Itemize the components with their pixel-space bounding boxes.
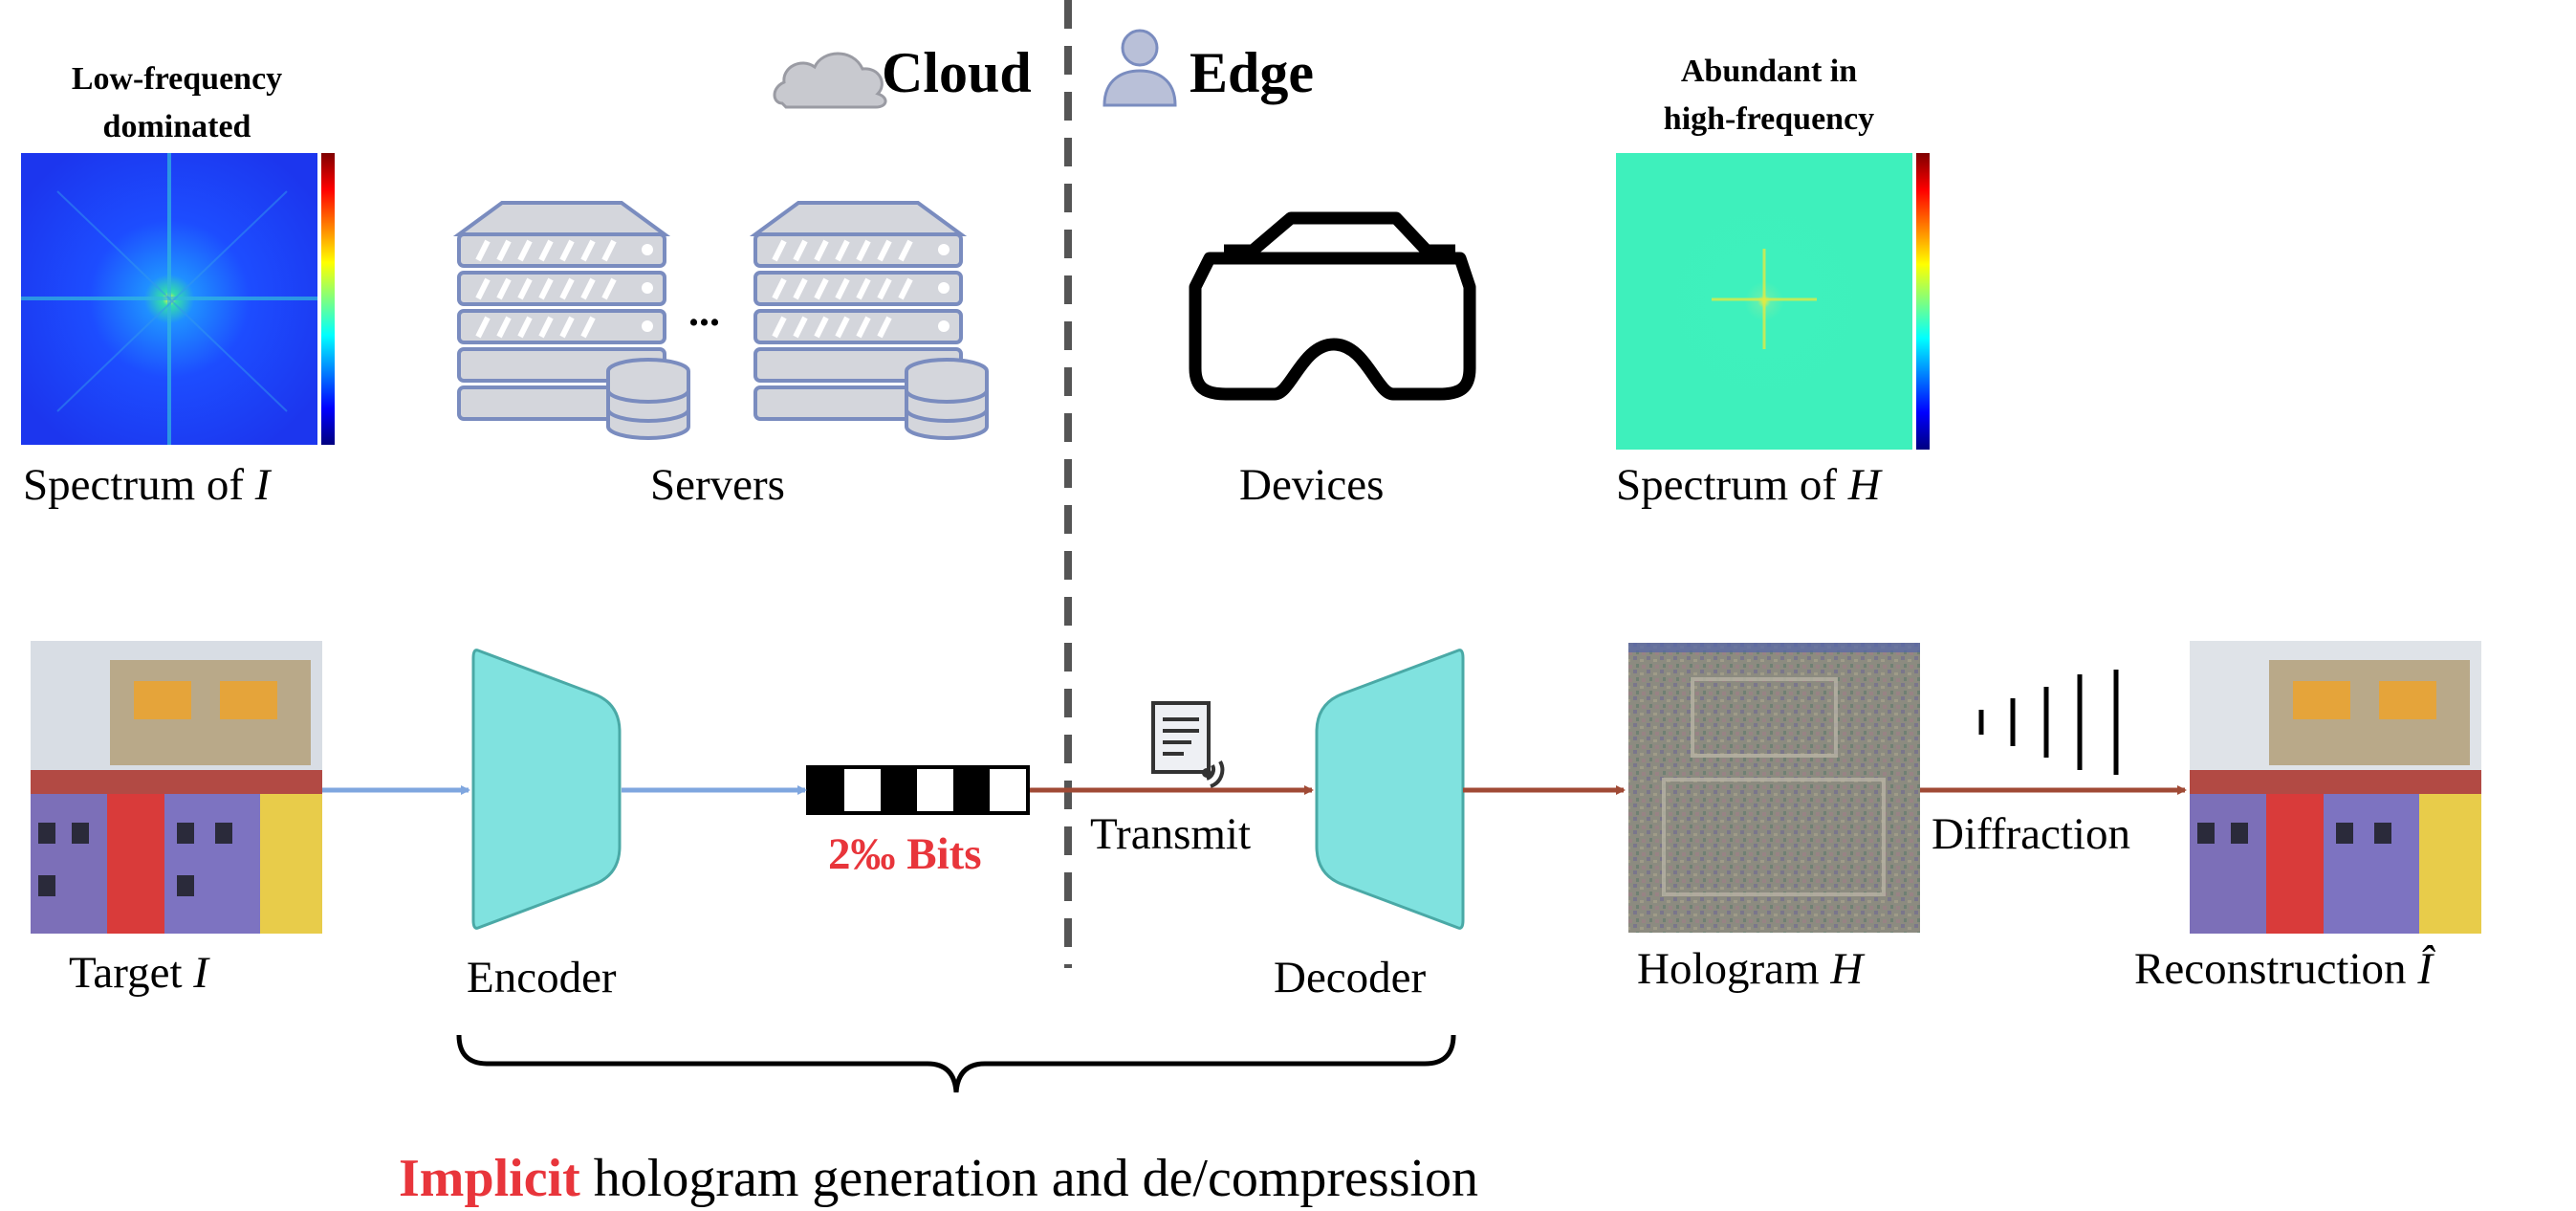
devices-caption: Devices — [1239, 460, 1385, 510]
server-rack-icon — [749, 201, 989, 440]
footer-rest: hologram generation and de/compression — [579, 1149, 1479, 1208]
bits-label: 2‰ Bits — [828, 829, 982, 879]
server-leds — [642, 244, 950, 332]
edge-label: Edge — [1190, 41, 1315, 104]
encoder-block — [471, 649, 622, 930]
spectrum-h-image — [1616, 153, 1912, 450]
spectrum-h-colorbar — [1916, 153, 1930, 450]
server-rack-icon — [452, 201, 690, 440]
spectrum-i-colorbar — [321, 153, 335, 445]
user-icon — [1102, 29, 1177, 107]
decoder-block — [1315, 649, 1465, 930]
reconstruction-caption: Reconstruction Î — [2134, 944, 2433, 994]
target-caption: Target I — [69, 948, 208, 998]
servers-caption: Servers — [650, 460, 785, 510]
hologram-image — [1628, 643, 1920, 933]
diffraction-caption: Diffraction — [1932, 809, 2130, 859]
diffraction-wave-icon — [1978, 670, 2119, 775]
encoder-caption: Encoder — [467, 953, 617, 1002]
target-image — [31, 641, 322, 934]
cloud-label: Cloud — [882, 41, 1032, 104]
curly-brace — [456, 1034, 1456, 1093]
vr-headset-icon — [1189, 211, 1476, 401]
spectrum-i-caption: Spectrum of I — [23, 460, 271, 510]
spectrum-h-caption: Spectrum of H — [1616, 460, 1881, 510]
transmit-document-icon — [1151, 701, 1225, 788]
reconstruction-image — [2190, 641, 2481, 934]
transmit-caption: Transmit — [1090, 809, 1252, 859]
hologram-caption: Hologram H — [1637, 944, 1864, 994]
spectrum-h-title: Abundant in high-frequency — [1663, 54, 1875, 137]
server-stripes — [475, 239, 913, 339]
servers-ellipsis: ... — [688, 288, 720, 335]
decoder-caption: Decoder — [1274, 953, 1427, 1002]
bitstream-bar — [806, 765, 1030, 815]
footer-caption: Implicit hologram generation and de/comp… — [399, 1148, 1478, 1209]
spectrum-i-image — [21, 153, 317, 445]
footer-highlight: Implicit — [399, 1149, 580, 1208]
cloud-icon — [773, 52, 887, 109]
spectrum-i-title: Low-frequency dominated — [71, 61, 283, 144]
